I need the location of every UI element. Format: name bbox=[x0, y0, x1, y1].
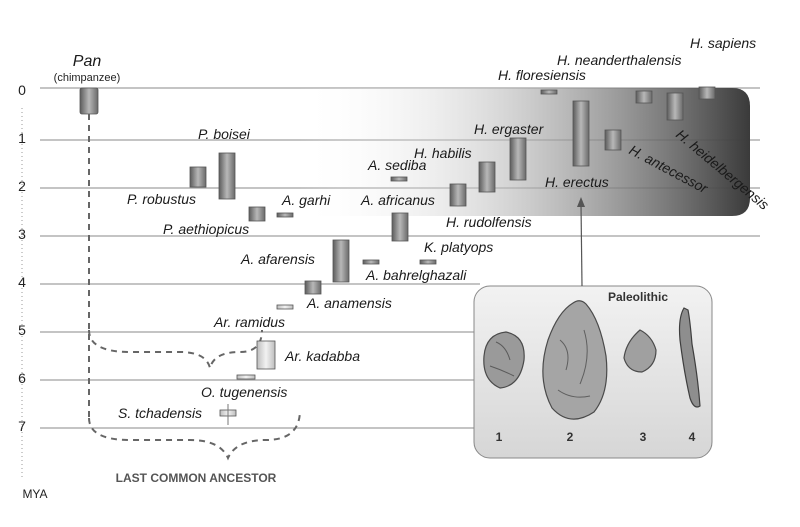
tool-label-3: 3 bbox=[640, 430, 647, 444]
h-ergaster-label: H. ergaster bbox=[474, 121, 545, 137]
inset-arrow-line bbox=[580, 203, 583, 287]
axis-tick-labels: 0 1 2 3 4 5 6 7 bbox=[18, 82, 26, 434]
lineage-dashed-lines bbox=[88, 114, 301, 461]
a-garhi-bar bbox=[276, 212, 294, 218]
tool-number-labels: 1 2 3 4 bbox=[496, 430, 696, 444]
h-erectus-bar bbox=[572, 100, 590, 167]
pan-label: Pan bbox=[73, 53, 102, 70]
h-habilis-bar bbox=[478, 161, 496, 193]
h-floresiensis-bar bbox=[540, 89, 558, 95]
tick-label-2: 2 bbox=[18, 178, 26, 194]
s-tchadensis-label: S. tchadensis bbox=[118, 405, 202, 421]
h-floresiensis-label: H. floresiensis bbox=[498, 67, 586, 83]
ar-ramidus-bar bbox=[276, 304, 294, 310]
p-aethiopicus-bar bbox=[248, 206, 266, 222]
stone-tool-3-icon bbox=[623, 329, 657, 373]
tick-label-3: 3 bbox=[18, 226, 26, 242]
p-aethiopicus-label: P. aethiopicus bbox=[163, 221, 249, 237]
o-tugenensis-bar bbox=[236, 374, 256, 380]
o-tugenensis-label: O. tugenensis bbox=[201, 384, 287, 400]
tool-label-4: 4 bbox=[689, 430, 696, 444]
tick-label-1: 1 bbox=[18, 130, 26, 146]
h-rudolfensis-bar bbox=[449, 183, 467, 207]
tick-label-6: 6 bbox=[18, 370, 26, 386]
a-garhi-label: A. garhi bbox=[281, 192, 331, 208]
last-common-ancestor-label: LAST COMMON ANCESTOR bbox=[116, 471, 277, 485]
stone-tool-2-icon bbox=[542, 300, 608, 420]
species-range-bars bbox=[189, 86, 716, 425]
a-afarensis-bar bbox=[332, 239, 350, 283]
h-ergaster-bar bbox=[509, 137, 527, 181]
axis-unit-label: MYA bbox=[22, 487, 47, 501]
pan-range-bar bbox=[79, 87, 99, 115]
a-anamensis-label: A. anamensis bbox=[306, 295, 392, 311]
lower-brace bbox=[88, 329, 263, 369]
p-robustus-bar bbox=[189, 166, 207, 188]
paleolithic-title: Paleolithic bbox=[608, 290, 668, 304]
a-bahrelghazali-label: A. bahrelghazali bbox=[365, 267, 467, 283]
tick-label-5: 5 bbox=[18, 322, 26, 338]
a-africanus-label: A. africanus bbox=[360, 192, 435, 208]
h-sapiens-bar bbox=[698, 86, 716, 100]
lca-brace bbox=[88, 409, 301, 461]
tool-label-1: 1 bbox=[496, 430, 503, 444]
stone-tool-4-icon bbox=[678, 307, 701, 408]
inset-arrow-head bbox=[577, 197, 585, 207]
h-rudolfensis-label: H. rudolfensis bbox=[446, 214, 532, 230]
tick-label-7: 7 bbox=[18, 418, 26, 434]
tick-label-0: 0 bbox=[18, 82, 26, 98]
a-bahrelghazali-bar bbox=[362, 259, 380, 265]
p-boisei-label: P. boisei bbox=[198, 126, 251, 142]
stone-tool-1-icon bbox=[483, 331, 525, 389]
k-platyops-label: K. platyops bbox=[424, 239, 493, 255]
p-robustus-label: P. robustus bbox=[127, 191, 196, 207]
h-habilis-label: H. habilis bbox=[414, 145, 472, 161]
stone-tools bbox=[483, 300, 701, 420]
a-sediba-label: A. sediba bbox=[367, 157, 427, 173]
tick-label-4: 4 bbox=[18, 274, 26, 290]
h-sapiens-label: H. sapiens bbox=[690, 35, 756, 51]
h-neanderthalensis-label: H. neanderthalensis bbox=[557, 52, 682, 68]
pan-common-label: (chimpanzee) bbox=[54, 72, 121, 84]
p-boisei-bar bbox=[218, 152, 236, 200]
h-neanderthalensis-bar bbox=[635, 90, 653, 104]
a-afarensis-label: A. afarensis bbox=[240, 251, 315, 267]
k-platyops-bar bbox=[419, 259, 437, 265]
h-heidelbergensis-bar bbox=[666, 92, 684, 121]
stone-tool-1-detail bbox=[489, 341, 515, 377]
a-sediba-bar bbox=[390, 176, 408, 182]
h-erectus-label: H. erectus bbox=[545, 174, 609, 190]
a-africanus-bar bbox=[391, 212, 409, 242]
stone-tool-2-detail bbox=[557, 329, 591, 398]
a-anamensis-bar bbox=[304, 280, 322, 295]
ar-kadabba-bar bbox=[256, 340, 276, 370]
ar-ramidus-label: Ar. ramidus bbox=[213, 314, 285, 330]
tool-label-2: 2 bbox=[567, 430, 574, 444]
h-antecessor-bar bbox=[604, 129, 622, 151]
ar-kadabba-label: Ar. kadabba bbox=[284, 348, 360, 364]
